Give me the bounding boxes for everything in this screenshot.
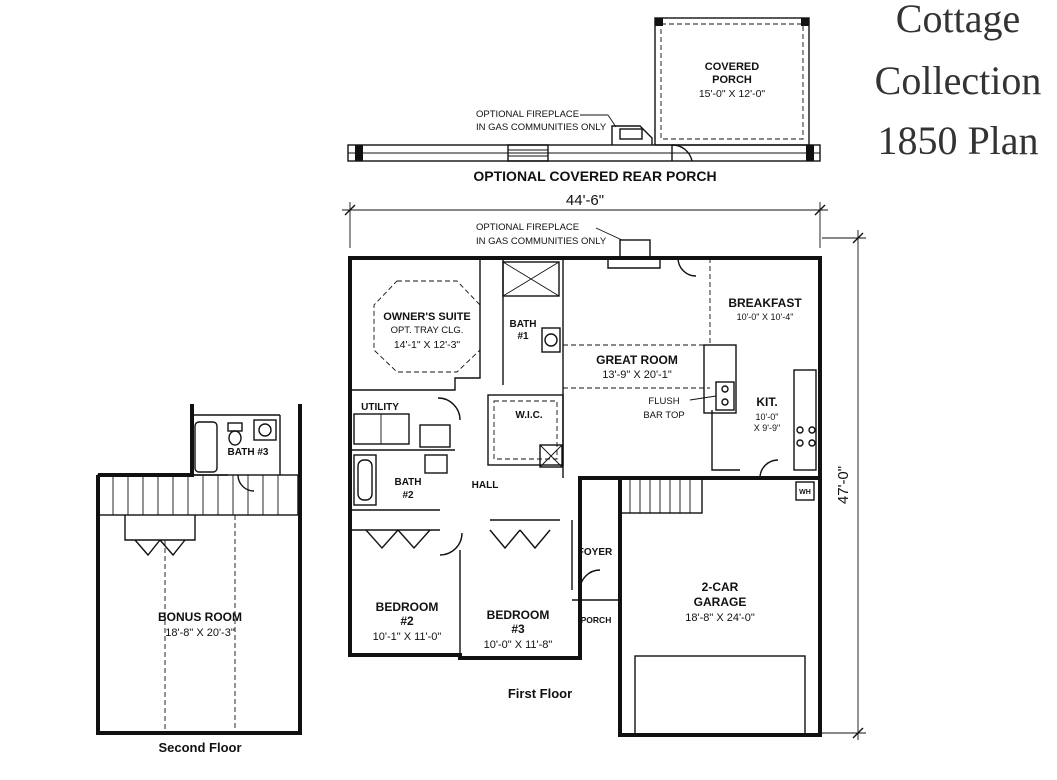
bath2-label-2: #2 [402,490,414,501]
bedroom2-label-1: BEDROOM [376,600,439,614]
bath3-label: BATH #3 [228,447,269,458]
depth-dimension [822,230,866,740]
bedroom3-label-2: #3 [511,622,525,636]
rear-porch-caption: OPTIONAL COVERED REAR PORCH [473,168,716,184]
porch-label: PORCH [581,615,612,625]
bedroom3-label-1: BEDROOM [487,608,550,622]
rear-fireplace-note-2: IN GAS COMMUNITIES ONLY [476,122,607,133]
breakfast-size: 10'-0" X 10'-4" [737,312,794,322]
flush-bar-label-2: BAR TOP [643,410,684,421]
first-floor-caption: First Floor [508,686,572,701]
fireplace-note-2: IN GAS COMMUNITIES ONLY [476,236,607,247]
great-room-size: 13'-9" X 20'-1" [602,369,672,381]
covered-porch-label-2: PORCH [712,74,752,86]
bonus-room-size: 18'-8" X 20'-3" [165,627,235,639]
garage-label-2: GARAGE [694,595,747,609]
great-room-label: GREAT ROOM [596,353,678,367]
bedroom2-size: 10'-1" X 11'-0" [373,631,442,643]
kitchen-size-2: X 9'-9" [754,423,780,433]
water-heater-label: WH [799,489,811,496]
kitchen-label: KIT. [756,395,777,409]
garage-label-1: 2-CAR [702,580,739,594]
title-line-1: Cottage [896,0,1020,41]
hall-label: HALL [472,480,499,491]
second-floor-plan [96,404,302,735]
bedroom2-label-2: #2 [400,614,414,628]
bath1-label-2: #1 [517,331,529,342]
overall-width: 44'-6" [566,192,604,209]
owners-suite-note: OPT. TRAY CLG. [391,325,464,336]
rear-porch-plan [347,17,821,162]
utility-label: UTILITY [361,402,399,413]
title-line-3: 1850 Plan [877,118,1038,163]
kitchen-size-1: 10'-0" [756,412,779,422]
fireplace-note-1: OPTIONAL FIREPLACE [476,222,579,233]
first-floor-plan [348,227,822,737]
bath1-label-1: BATH [509,319,536,330]
wic-label: W.I.C. [515,410,542,421]
covered-porch-size: 15'-0" X 12'-0" [699,88,766,100]
overall-depth: 47'-0" [835,466,852,504]
title-line-2: Collection [875,58,1042,103]
width-dimension [342,202,828,248]
garage-size: 18'-8" X 24'-0" [685,612,755,624]
covered-porch-label-1: COVERED [705,61,759,73]
bath2-label-1: BATH [394,477,421,488]
flush-bar-label-1: FLUSH [648,396,679,407]
rear-fireplace-note-1: OPTIONAL FIREPLACE [476,109,579,120]
owners-suite-size: 14'-1" X 12'-3" [394,339,461,351]
bonus-room-label: BONUS ROOM [158,610,242,624]
owners-suite-label: OWNER'S SUITE [383,311,471,323]
breakfast-label: BREAKFAST [728,296,802,310]
second-floor-caption: Second Floor [158,740,241,755]
foyer-label: FOYER [578,547,613,558]
bedroom3-size: 10'-0" X 11'-8" [484,639,553,651]
